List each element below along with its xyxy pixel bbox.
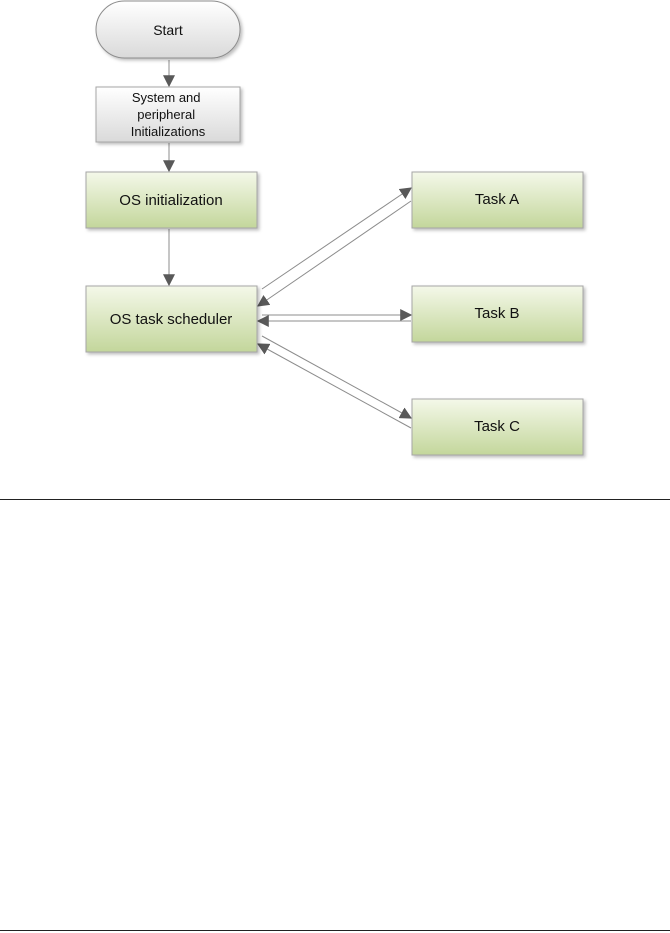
task-c-label: Task C bbox=[474, 418, 520, 435]
task-a-label: Task A bbox=[475, 191, 519, 208]
connectors bbox=[163, 60, 413, 429]
arrow-task-a-to-scheduler bbox=[257, 200, 412, 307]
task-a-node: Task A bbox=[411, 171, 584, 229]
separator-rule-top bbox=[0, 499, 670, 500]
init-label-line-3: Initializations bbox=[131, 124, 206, 139]
init-label-line-2: peripheral bbox=[137, 107, 195, 122]
svg-text:System and peripheral: System and peripheral Initializations bbox=[131, 90, 206, 139]
task-b-label: Task B bbox=[474, 305, 519, 322]
arrow-scheduler-to-task-a bbox=[261, 187, 412, 290]
scheduler-node: OS task scheduler bbox=[85, 285, 258, 353]
os-init-node: OS initialization bbox=[85, 171, 258, 229]
start-node: Start bbox=[95, 0, 241, 59]
arrow-scheduler-to-task-c bbox=[261, 335, 413, 419]
init-label-line-1: System and bbox=[132, 90, 201, 105]
os-init-label: OS initialization bbox=[119, 192, 222, 209]
start-label: Start bbox=[153, 22, 183, 38]
separator-rule-bottom bbox=[0, 930, 670, 931]
task-c-node: Task C bbox=[411, 398, 584, 456]
init-node: System and peripheral Initializations bbox=[95, 86, 241, 143]
arrow-task-c-to-scheduler bbox=[256, 343, 412, 429]
task-b-node: Task B bbox=[411, 285, 584, 343]
scheduler-label: OS task scheduler bbox=[110, 311, 233, 328]
